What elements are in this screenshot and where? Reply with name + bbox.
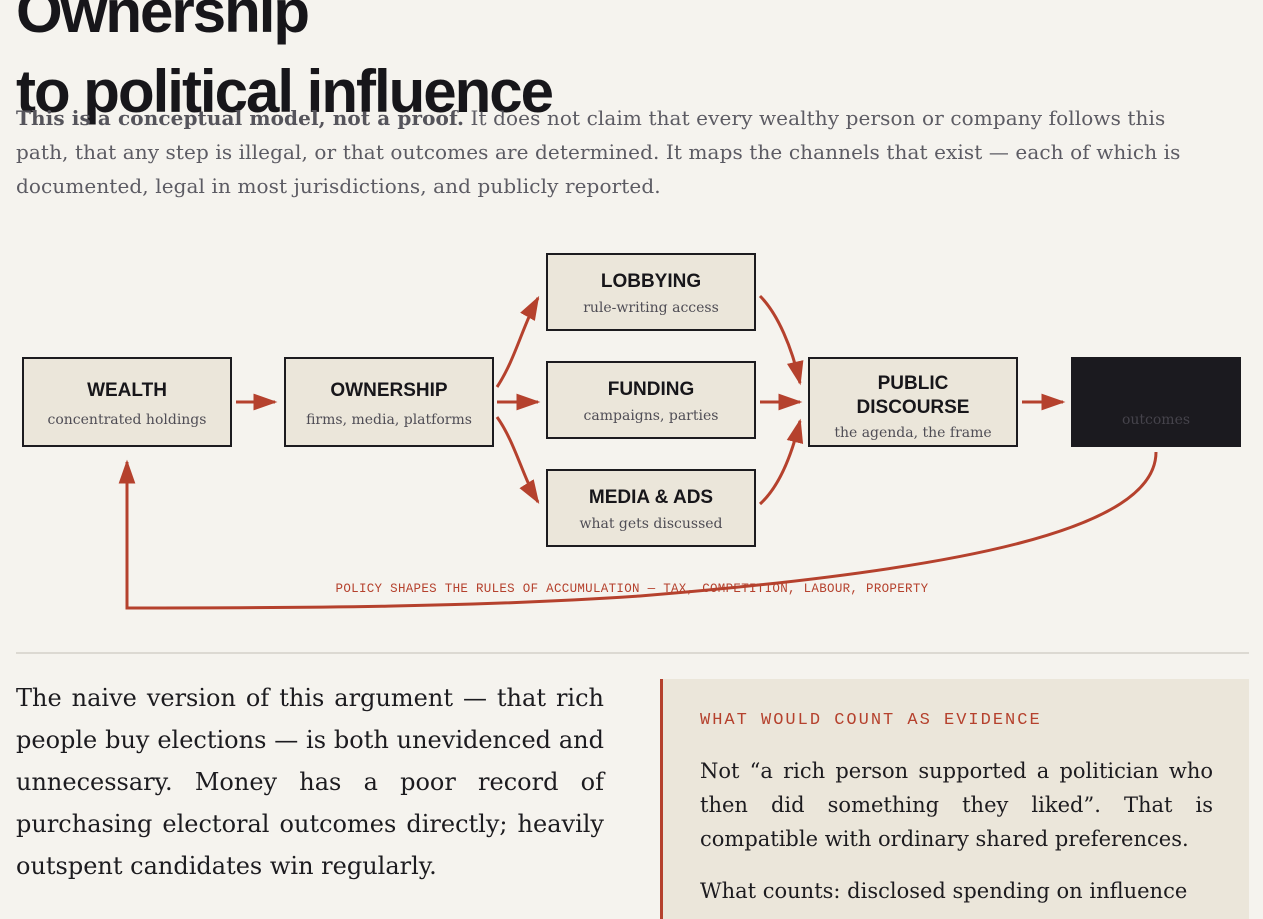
node-outcomes: outcomes	[1071, 357, 1241, 447]
title-line-1: Ownership	[16, 0, 310, 45]
edge-media-discourse	[758, 418, 804, 506]
intro-lead: This is a conceptual model, not a proof.	[16, 106, 465, 130]
callout-paragraph-1: Not “a rich person supported a politicia…	[700, 759, 1213, 851]
page-title: Ownership to political influence	[16, 0, 554, 132]
influence-diagram: POLICY SHAPES THE RULES OF ACCUMULATION …	[22, 253, 1241, 610]
node-lobbying-sub: rule-writing access	[583, 300, 719, 316]
node-funding-title: FUNDING	[608, 379, 695, 400]
node-wealth: WEALTH concentrated holdings	[22, 357, 232, 447]
edges	[118, 294, 1158, 610]
node-media-sub: what gets discussed	[579, 516, 722, 532]
node-funding: FUNDING campaigns, parties	[546, 361, 756, 439]
node-discourse-sub: the agenda, the frame	[834, 425, 991, 441]
edge-ownership-lobbying	[495, 295, 540, 388]
node-wealth-sub: concentrated holdings	[48, 412, 207, 428]
node-ownership: OWNERSHIP firms, media, platforms	[284, 357, 494, 447]
node-wealth-title: WEALTH	[87, 380, 167, 401]
edge-ownership-media	[495, 416, 540, 505]
node-funding-sub: campaigns, parties	[584, 408, 719, 424]
node-lobbying: LOBBYING rule-writing access	[546, 253, 756, 331]
section-divider	[16, 652, 1249, 654]
node-discourse-title-2: DISCOURSE	[857, 397, 970, 418]
intro-paragraph: This is a conceptual model, not a proof.…	[16, 101, 1196, 203]
callout-label: WHAT WOULD COUNT AS EVIDENCE	[700, 711, 1042, 730]
node-ownership-title: OWNERSHIP	[330, 380, 448, 401]
edge-feedback-loop	[118, 451, 1158, 610]
node-discourse-title-1: PUBLIC	[878, 373, 949, 394]
evidence-callout: WHAT WOULD COUNT AS EVIDENCE Not “a rich…	[660, 679, 1249, 919]
loop-label: POLICY SHAPES THE RULES OF ACCUMULATION …	[336, 582, 929, 596]
callout-paragraph-2: What counts: disclosed spending on influ…	[700, 879, 1188, 903]
edge-lobbying-discourse	[758, 294, 804, 386]
node-lobbying-title: LOBBYING	[601, 271, 701, 292]
node-media-ads: MEDIA & ADS what gets discussed	[546, 469, 756, 547]
node-ownership-sub: firms, media, platforms	[306, 412, 472, 428]
intro-body: It does not claim that every wealthy per…	[16, 106, 1181, 198]
node-outcomes-sub: outcomes	[1122, 412, 1190, 428]
node-public-discourse: PUBLIC DISCOURSE the agenda, the frame	[808, 357, 1018, 447]
title-line-2: to political influence	[16, 58, 554, 125]
node-media-title: MEDIA & ADS	[589, 487, 713, 508]
body-paragraph: The naive version of this argument — tha…	[16, 684, 604, 880]
